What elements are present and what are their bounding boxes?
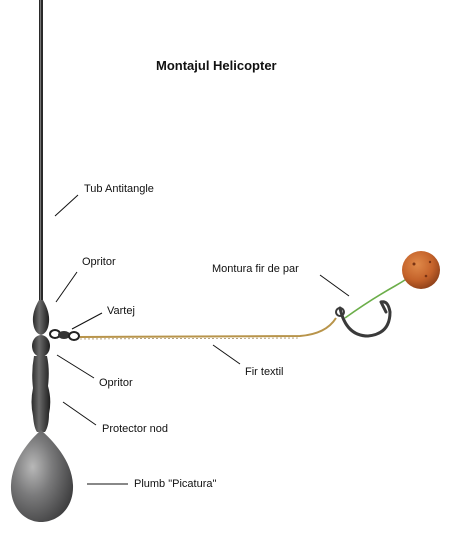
hair-rig — [344, 277, 409, 319]
label-montura: Montura fir de par — [212, 263, 299, 275]
stopper-bottom — [32, 335, 50, 357]
boilie-speck — [412, 262, 416, 266]
leader-tub-antitangle — [54, 194, 79, 217]
tube-highlight — [40, 0, 41, 300]
leader-opritor-top — [55, 271, 78, 303]
hooklength-line — [79, 317, 337, 338]
stopper-top — [32, 300, 50, 335]
swivel — [49, 329, 80, 341]
label-protector-nod: Protector nod — [102, 423, 169, 435]
hooklength-line-shade — [79, 337, 301, 340]
boilie-speck — [428, 260, 432, 264]
lead-weight — [10, 430, 74, 522]
label-fir-textil: Fir textil — [245, 366, 284, 378]
label-opritor-bottom: Opritor — [99, 377, 133, 389]
diagram-title: Montajul Helicopter — [156, 58, 277, 73]
label-tub-antitangle: Tub Antitangle — [84, 183, 154, 195]
leader-vartej — [71, 312, 103, 330]
knot-protector — [31, 356, 51, 432]
leader-fir-textil — [212, 344, 241, 365]
boilie-speck — [424, 274, 428, 278]
label-plumb: Plumb "Picatura" — [134, 478, 217, 490]
hook — [338, 300, 392, 338]
label-vartej: Vartej — [107, 305, 135, 317]
label-opritor-top: Opritor — [82, 256, 116, 268]
boilie — [402, 251, 440, 289]
leader-protector-nod — [62, 401, 97, 426]
hook-eye — [335, 307, 345, 317]
leader-opritor-bottom — [56, 354, 95, 379]
leader-montura — [319, 274, 350, 297]
